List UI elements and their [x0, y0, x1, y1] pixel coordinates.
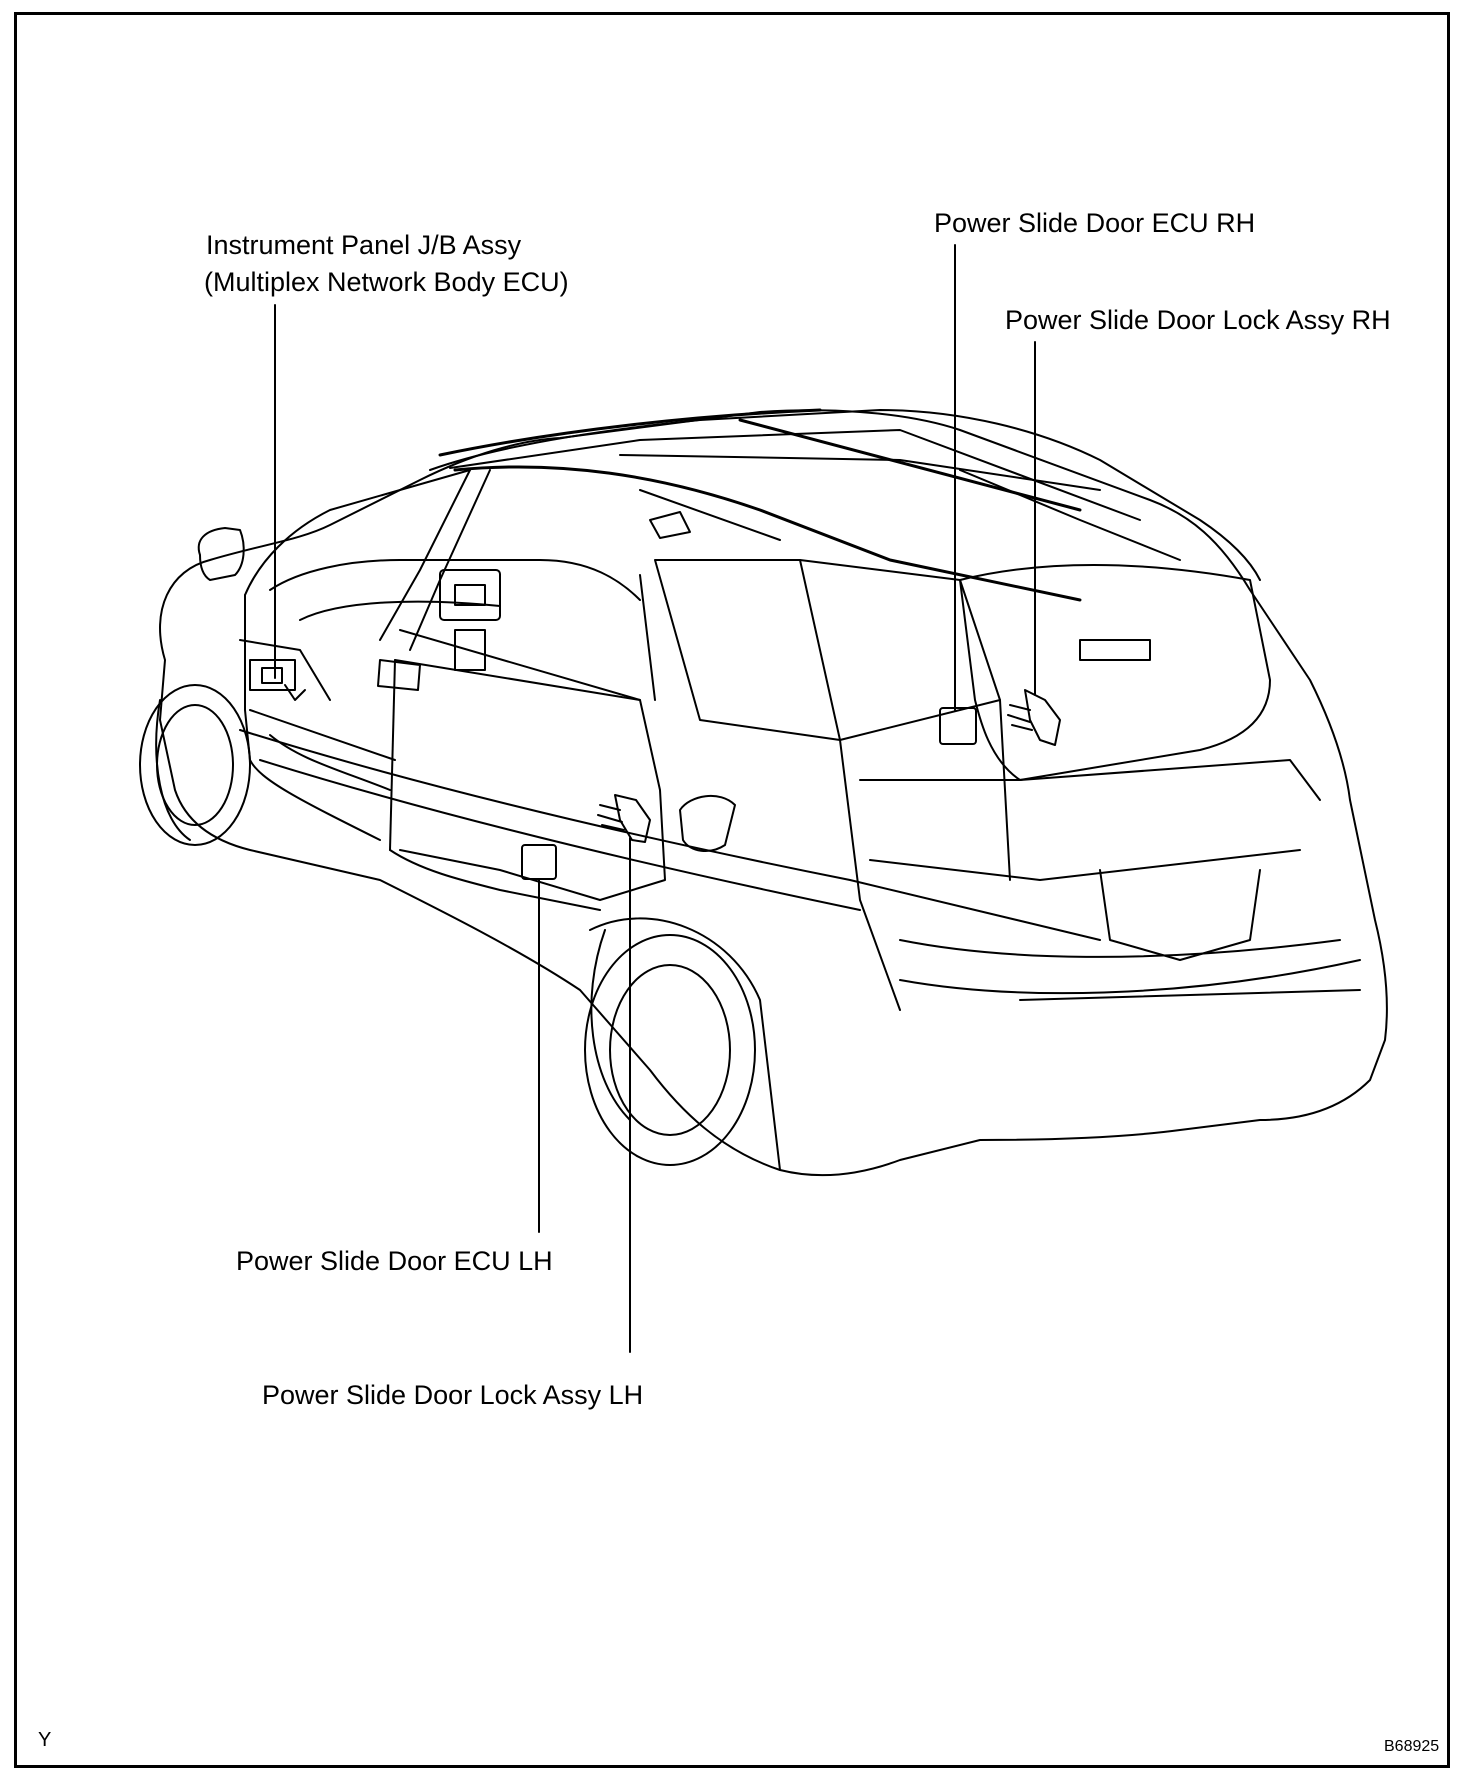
label-lock-lh: Power Slide Door Lock Assy LH [262, 1380, 644, 1410]
corner-mark: Y [38, 1729, 52, 1751]
wheels [139, 684, 781, 1171]
ecu-rh-box [939, 707, 977, 745]
leader-lines [274, 244, 1036, 1353]
lock-rh-part [1024, 689, 1061, 746]
label-ecu-rh: Power Slide Door ECU RH [934, 208, 1256, 238]
van-body-outline [159, 408, 1388, 1177]
ecu-lh-box [521, 844, 557, 880]
components [521, 689, 1061, 880]
label-instrument-panel-line1: Instrument Panel J/B Assy [206, 230, 522, 260]
label-ecu-lh: Power Slide Door ECU LH [236, 1246, 553, 1276]
label-lock-rh: Power Slide Door Lock Assy RH [1005, 305, 1391, 335]
lock-lh-part [614, 794, 651, 843]
diagram-frame [14, 12, 1450, 1768]
label-instrument-panel-line2: (Multiplex Network Body ECU) [204, 267, 569, 297]
figure-code: B68925 [1384, 1738, 1440, 1755]
